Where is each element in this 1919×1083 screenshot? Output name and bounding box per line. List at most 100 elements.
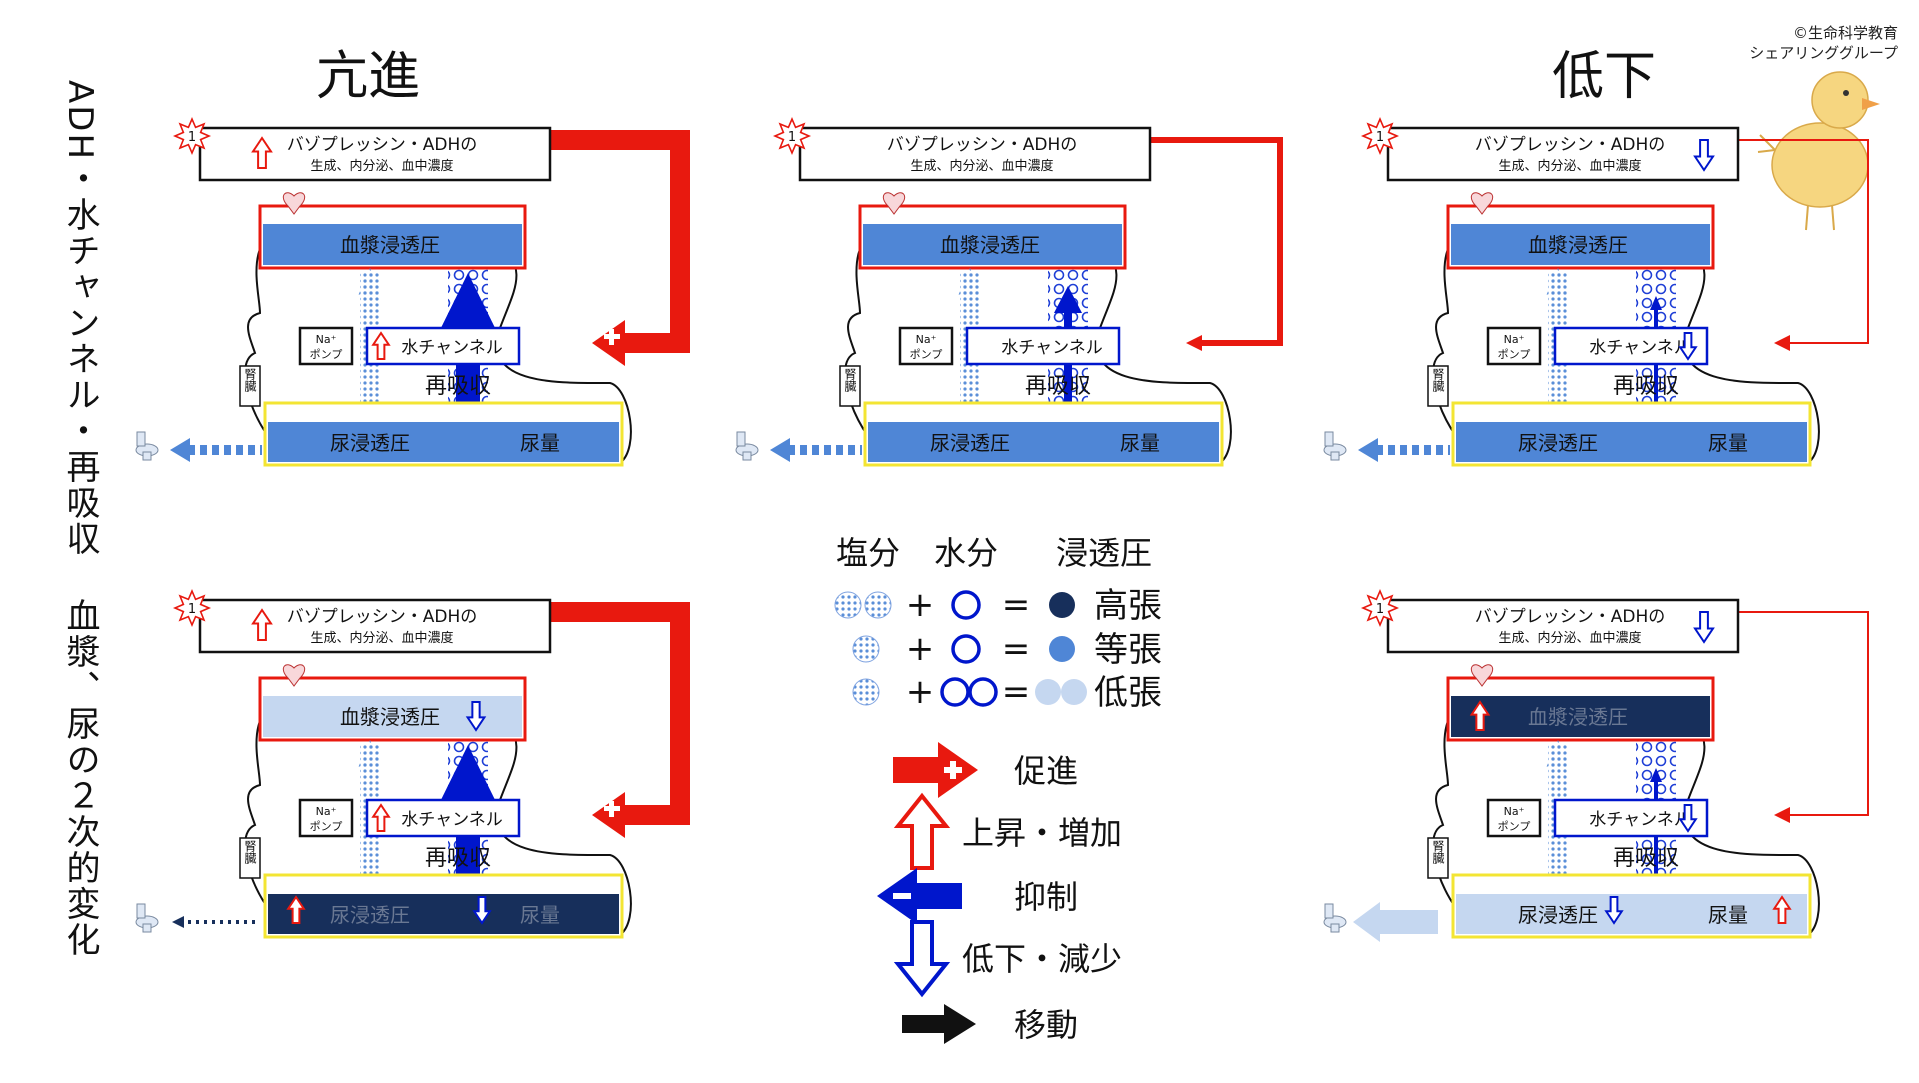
water-arrow-shaft [1064, 313, 1072, 423]
kidney-label: 腎臓 [243, 840, 257, 865]
burst-star-icon [1360, 588, 1400, 628]
star-number: 1 [1376, 130, 1384, 145]
kidney-label-box [1427, 837, 1449, 879]
legend-header-salt: 塩分 [836, 534, 900, 572]
salt-particle-icon [852, 678, 880, 706]
na-pump-label: Na⁺ [316, 805, 337, 818]
feedback-arrow [1738, 611, 1869, 816]
water-channel-label: 水チャンネル [401, 338, 503, 358]
adh-up-arrow-icon [251, 136, 273, 169]
toilet-icon [1323, 431, 1347, 461]
plasma-fill [263, 224, 522, 265]
vertical-title-sub: 血漿、尿の２次的変化 [60, 598, 100, 958]
reabsorption-label: 再吸収 [1613, 374, 1679, 399]
heading-hypo: 低下 [1552, 47, 1656, 107]
plasma-down-arrow-icon [465, 701, 487, 732]
urine-volume-label: 尿量 [1708, 431, 1748, 455]
plasma-label: 血漿浸透圧 [1528, 705, 1628, 729]
legend-result-0: 高張 [1094, 586, 1162, 626]
burst-star-icon [172, 588, 212, 628]
feedback-arrowhead [1774, 335, 1790, 351]
isotonic-icon [1049, 636, 1075, 662]
water-particle-icon [951, 590, 981, 620]
plasma-label: 血漿浸透圧 [1528, 233, 1628, 257]
channel-down-arrow-icon [1678, 332, 1698, 361]
urine-fill [268, 422, 619, 462]
panel-hyper-secondary: バゾプレッシン・ADHの生成、内分泌、血中濃度1血漿浸透圧Na⁺ポンプ水チャンネ… [135, 588, 690, 939]
urine-output-arrow [1378, 910, 1438, 934]
urine-osmolality-label: 尿浸透圧 [330, 431, 410, 455]
kidney-label-box [239, 365, 261, 407]
na-pump-sublabel: ポンプ [910, 348, 943, 361]
legend-arrow-label-0: 促進 [1014, 752, 1078, 790]
reabsorption-label: 再吸収 [425, 846, 491, 871]
urine-osm-down-arrow-icon [1604, 896, 1624, 925]
feedback-arrow [1150, 137, 1283, 346]
legend-arrow-label-1: 上昇・増加 [962, 814, 1122, 852]
urine-vol-up-arrow-icon [1772, 895, 1792, 924]
salt-particle-icon [852, 635, 880, 663]
adh-label: バゾプレッシン・ADHの [287, 135, 478, 155]
heading-hyper: 亢進 [316, 47, 420, 107]
burst-star-icon [1360, 116, 1400, 156]
water-channel-box [1553, 326, 1709, 366]
urine-fill [868, 422, 1219, 462]
adh-sublabel: 生成、内分泌、血中濃度 [310, 158, 453, 174]
kidney-label-box [839, 365, 861, 407]
feedback-arrow [550, 602, 690, 825]
legend-header-water: 水分 [934, 534, 998, 572]
plasma-label: 血漿浸透圧 [340, 233, 440, 257]
toilet-icon [135, 431, 159, 461]
adh-box [1386, 598, 1740, 654]
reabsorption-label: 再吸収 [425, 374, 491, 399]
urine-fill [1456, 894, 1807, 934]
water-arrowhead [1054, 286, 1082, 313]
water-arrowhead [436, 745, 500, 810]
water-channel-label: 水チャンネル [401, 810, 503, 830]
toilet-icon [1323, 903, 1347, 933]
legend-plus: + [906, 585, 935, 625]
water-arrowhead [1650, 296, 1662, 310]
move-arrow-icon [902, 1015, 948, 1033]
kidney-label: 腎臓 [1431, 840, 1445, 865]
adh-label: バゾプレッシン・ADHの [1475, 135, 1666, 155]
adh-label: バゾプレッシン・ADHの [887, 135, 1078, 155]
na-pump-box [1486, 326, 1542, 366]
burst-star-icon [172, 116, 212, 156]
star-number: 1 [1376, 602, 1384, 617]
na-pump-sublabel: ポンプ [1498, 348, 1531, 361]
legend-equals: = [1002, 629, 1031, 669]
copyright-line2: シェアリンググループ [1749, 44, 1898, 62]
salt-arrowhead [1546, 740, 1570, 768]
toilet-icon [735, 431, 759, 461]
legend-header-osmotic: 浸透圧 [1056, 534, 1152, 572]
kidney-label: 腎臓 [243, 368, 257, 393]
copyright-line1: ©生命科学教育 [1793, 24, 1898, 42]
heart-icon [1470, 664, 1494, 687]
na-pump-sublabel: ポンプ [310, 820, 343, 833]
na-pump-box [1486, 798, 1542, 838]
salt-arrowhead [358, 268, 382, 296]
water-channel-box [965, 326, 1121, 366]
urine-osmolality-label: 尿浸透圧 [1518, 903, 1598, 927]
burst-star-icon [772, 116, 812, 156]
urine-fill [1456, 422, 1807, 462]
adh-down-arrow-icon [1693, 139, 1715, 172]
na-pump-label: Na⁺ [1504, 805, 1525, 818]
adh-down-arrow-icon [1693, 611, 1715, 644]
adh-sublabel: 生成、内分泌、血中濃度 [910, 158, 1053, 174]
heart-icon [882, 192, 906, 215]
legend-arrow-label-3: 低下・減少 [962, 940, 1122, 978]
na-pump-label: Na⁺ [316, 333, 337, 346]
adh-sublabel: 生成、内分泌、血中濃度 [310, 630, 453, 646]
na-pump-sublabel: ポンプ [1498, 820, 1531, 833]
water-channel-box [365, 798, 521, 838]
adh-sublabel: 生成、内分泌、血中濃度 [1498, 630, 1641, 646]
kidney-label: 腎臓 [843, 368, 857, 393]
urine-osmolality-label: 尿浸透圧 [930, 431, 1010, 455]
channel-down-arrow-icon [1678, 804, 1698, 833]
star-number: 1 [188, 602, 196, 617]
feedback-arrowhead [1186, 335, 1202, 351]
hypotonic-icon [1035, 679, 1061, 705]
